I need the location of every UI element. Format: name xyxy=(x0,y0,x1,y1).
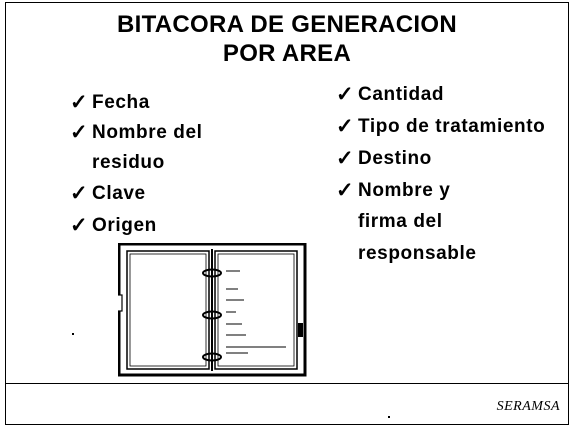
ring-binder-logbook-icon xyxy=(118,243,307,377)
bullet-destino: ✓Destino xyxy=(336,147,432,171)
bullet-label: Nombre y xyxy=(358,180,451,201)
check-icon: ✓ xyxy=(336,115,355,138)
slide: BITACORA DE GENERACION POR AREA ✓Fecha ✓… xyxy=(5,2,569,425)
check-icon: ✓ xyxy=(70,91,89,114)
print-speck xyxy=(388,416,390,418)
bullet-tipo-de-tratamiento: ✓Tipo de tratamiento xyxy=(336,115,545,139)
bullet-label: Destino xyxy=(358,148,432,169)
check-icon: ✓ xyxy=(70,121,89,144)
footer-divider xyxy=(6,383,568,384)
bullet-nombre-y-firma: ✓Nombre y xyxy=(336,179,450,203)
check-icon: ✓ xyxy=(336,179,355,202)
bullet-continuation: firma del xyxy=(358,211,443,232)
bullet-continuation: residuo xyxy=(92,152,165,173)
bullet-label: Fecha xyxy=(92,92,150,113)
footer-brand: SERAMSA xyxy=(496,399,560,414)
bullet-label: Nombre del xyxy=(92,122,203,143)
check-icon: ✓ xyxy=(70,182,89,205)
bullet-clave: ✓Clave xyxy=(70,182,146,206)
bullet-label: Cantidad xyxy=(358,84,445,105)
bullet-label: Tipo de tratamiento xyxy=(358,116,546,137)
check-icon: ✓ xyxy=(70,214,89,237)
bullet-origen: ✓Origen xyxy=(70,214,157,238)
bullet-fecha: ✓Fecha xyxy=(70,91,150,115)
check-icon: ✓ xyxy=(336,83,355,106)
bullet-nombre-del-residuo: ✓Nombre del xyxy=(70,121,203,145)
slide-title-line-1: BITACORA DE GENERACION xyxy=(117,11,457,38)
bullet-continuation: responsable xyxy=(358,243,477,264)
bullet-label: Clave xyxy=(92,183,146,204)
check-icon: ✓ xyxy=(336,147,355,170)
slide-title-line-2: POR AREA xyxy=(222,40,352,67)
print-speck xyxy=(72,333,74,335)
bullet-cantidad: ✓Cantidad xyxy=(336,83,444,107)
bullet-label: Origen xyxy=(92,215,157,236)
